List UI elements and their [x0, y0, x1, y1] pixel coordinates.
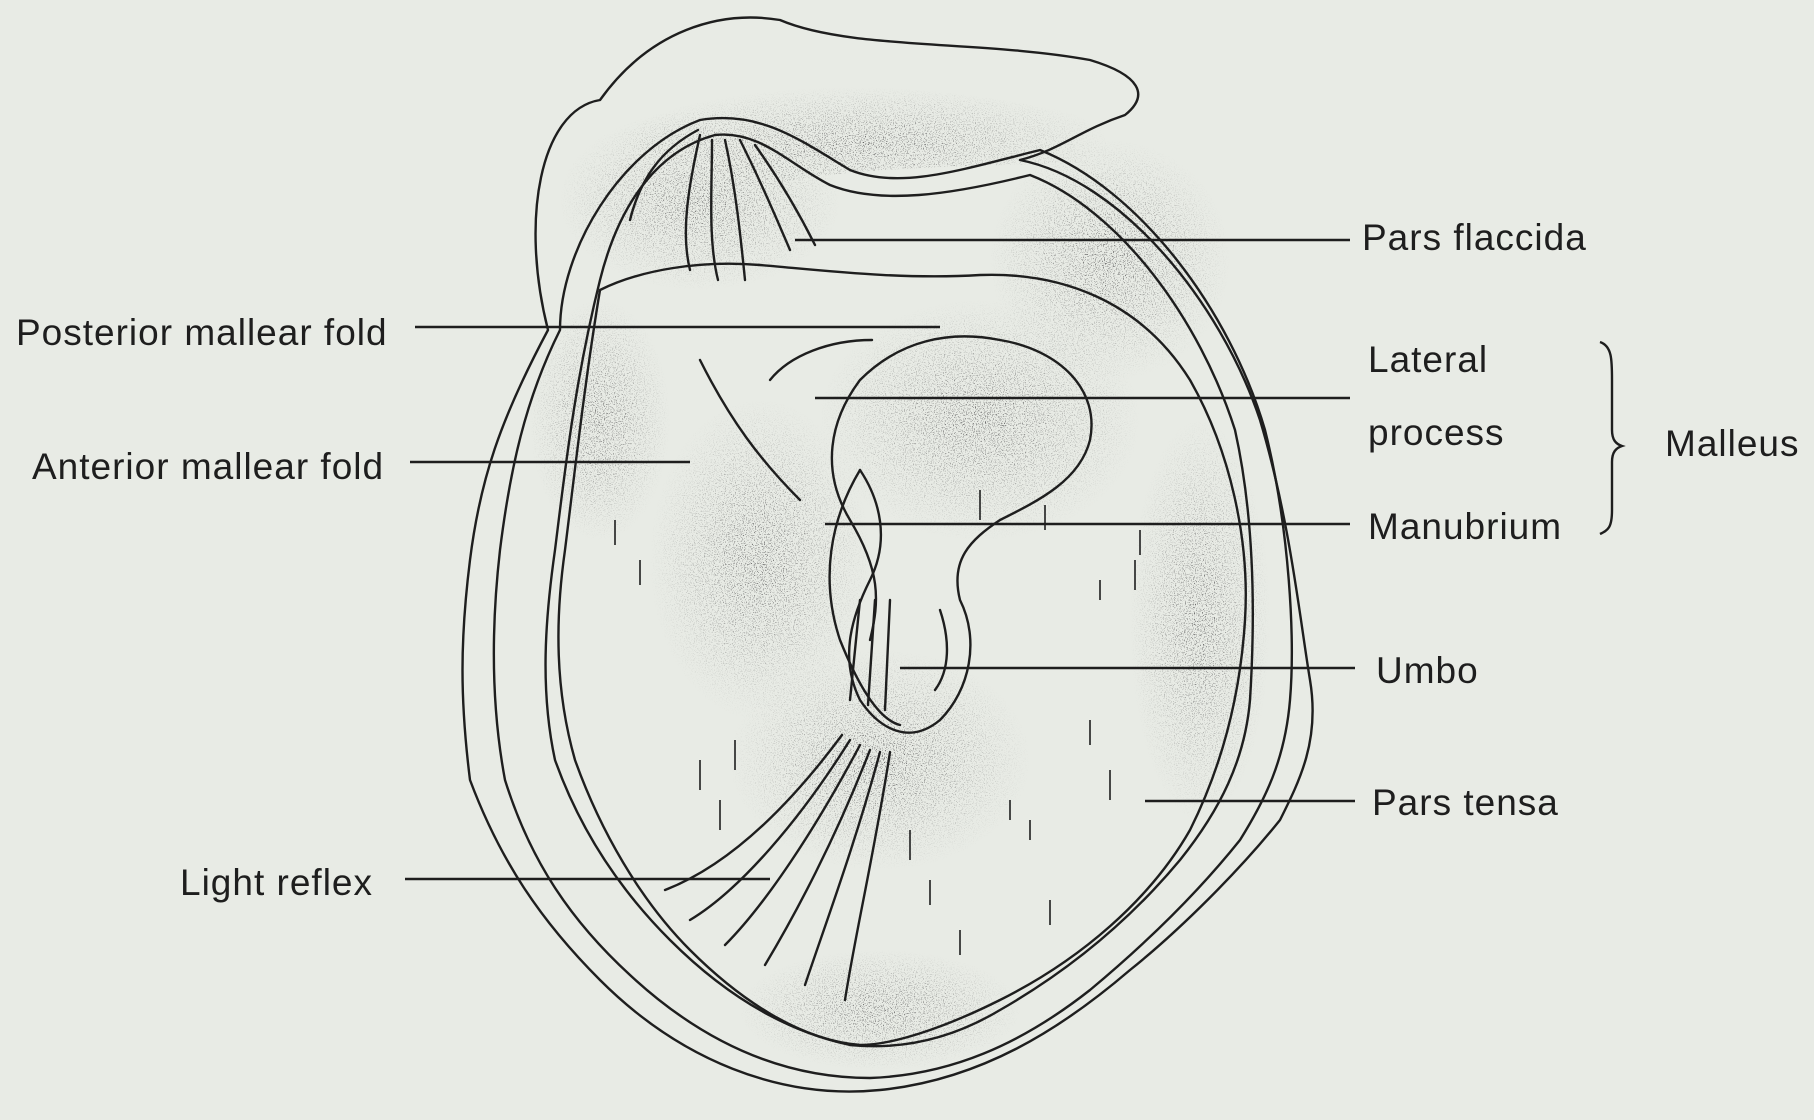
label-malleus: Malleus: [1665, 425, 1800, 462]
label-manubrium: Manubrium: [1368, 508, 1562, 545]
label-pars-flaccida: Pars flaccida: [1362, 219, 1587, 256]
label-process: process: [1368, 414, 1505, 451]
label-lateral: Lateral: [1368, 341, 1488, 378]
stipple-shading: [530, 87, 1270, 1070]
label-anterior-mallear-fold: Anterior mallear fold: [32, 448, 384, 485]
label-pars-tensa: Pars tensa: [1372, 784, 1559, 821]
label-umbo: Umbo: [1376, 652, 1479, 689]
label-light-reflex: Light reflex: [180, 864, 373, 901]
label-posterior-mallear-fold: Posterior mallear fold: [16, 314, 388, 351]
malleus-brace: [1600, 342, 1622, 534]
